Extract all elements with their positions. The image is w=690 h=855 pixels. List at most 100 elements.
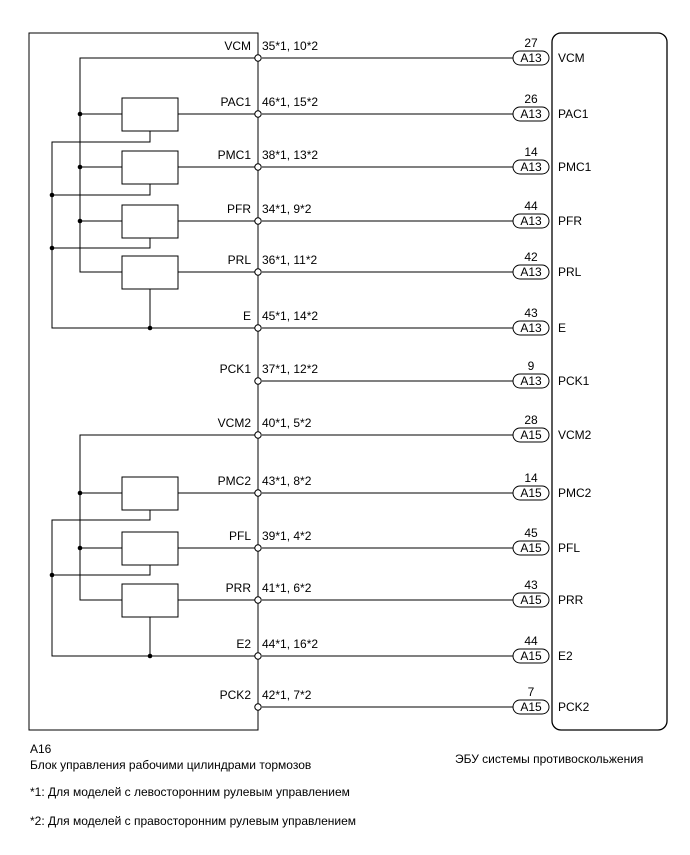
connector-label: A15	[520, 486, 542, 500]
ecu-pin-number: 9	[528, 359, 535, 373]
footnote-1: *1: Для моделей с левосторонним рулевым …	[30, 785, 350, 799]
ecu-pin-number: 45	[524, 526, 538, 540]
signal-label: PAC1	[221, 95, 252, 109]
connector-badge	[512, 264, 550, 280]
ecu-signal-label: VCM	[558, 51, 585, 65]
pin-label: 45*1, 14*2	[262, 309, 318, 323]
signal-label: PRL	[228, 253, 252, 267]
connector-label: A13	[520, 160, 542, 174]
terminal-circle	[254, 268, 262, 276]
ecu-pin-number: 14	[524, 471, 538, 485]
connector-badge	[512, 213, 550, 229]
signal-label: E	[243, 309, 251, 323]
connector-label: A15	[520, 541, 542, 555]
signal-label: PCK2	[220, 688, 252, 702]
connector-label: A15	[520, 428, 542, 442]
group2-junctions	[49, 490, 153, 659]
terminal-circle	[254, 596, 262, 604]
ecu-signal-label: PMC1	[558, 160, 592, 174]
terminal-circle	[254, 652, 262, 660]
left-block-name: Блок управления рабочими цилиндрами торм…	[30, 758, 312, 772]
connector-badge	[512, 427, 550, 443]
group1-junctions	[49, 111, 153, 331]
group1-valves	[121, 97, 179, 290]
ecu-signal-label: PFR	[558, 214, 582, 228]
valve-pac1	[121, 97, 179, 132]
ecu-pin-number: 44	[524, 634, 538, 648]
signal-label: PMC2	[218, 474, 252, 488]
ecu-pin-number: 27	[524, 36, 538, 50]
group2-valves	[121, 476, 179, 618]
connector-label: A15	[520, 700, 542, 714]
terminal-circle	[254, 217, 262, 225]
ecu-signal-label: PAC1	[558, 107, 589, 121]
signal-label: PFL	[229, 529, 251, 543]
pin-label: 40*1, 5*2	[262, 416, 312, 430]
connector-badge	[512, 485, 550, 501]
signal-label: VCM	[224, 39, 251, 53]
ecu-signal-label: PCK1	[558, 374, 590, 388]
connector-label: A13	[520, 214, 542, 228]
valve-prr	[121, 583, 179, 618]
pin-label: 37*1, 12*2	[262, 362, 318, 376]
valve-prl	[121, 255, 179, 290]
left-block-frame	[28, 32, 259, 731]
ecu-pin-number: 26	[524, 92, 538, 106]
pin-label: 46*1, 15*2	[262, 95, 318, 109]
connector-label: A15	[520, 593, 542, 607]
pin-label: 34*1, 9*2	[262, 202, 312, 216]
connector-badge	[512, 159, 550, 175]
connector-badge	[512, 540, 550, 556]
ecu-signal-label: VCM2	[558, 428, 592, 442]
ecu-block-frame	[551, 32, 668, 731]
signal-label: PMC1	[218, 148, 252, 162]
ecu-pin-number: 43	[524, 578, 538, 592]
connector-badge	[512, 699, 550, 715]
terminal-circle	[254, 703, 262, 711]
ecu-signal-label: PMC2	[558, 486, 592, 500]
signal-label: PFR	[227, 202, 251, 216]
valve-pmc1	[121, 150, 179, 185]
connector-badge	[512, 320, 550, 336]
ecu-pin-number: 43	[524, 306, 538, 320]
signal-label: PRR	[226, 581, 252, 595]
ecu-signal-label: E	[558, 321, 566, 335]
ecu-signal-label: PRL	[558, 265, 582, 279]
signal-label: E2	[236, 637, 251, 651]
connector-badge	[512, 50, 550, 66]
terminal-circle	[254, 431, 262, 439]
connector-label: A15	[520, 649, 542, 663]
terminal-circle	[254, 163, 262, 171]
ecu-pin-number: 42	[524, 250, 538, 264]
terminal-circle	[254, 110, 262, 118]
ecu-pin-number: 7	[528, 685, 535, 699]
terminal-circle	[254, 54, 262, 62]
connector-badge	[512, 373, 550, 389]
pin-label: 43*1, 8*2	[262, 474, 312, 488]
pin-label: 39*1, 4*2	[262, 529, 312, 543]
ecu-pin-number: 28	[524, 413, 538, 427]
terminal-circle	[254, 324, 262, 332]
connector-label: A13	[520, 265, 542, 279]
pin-label: 41*1, 6*2	[262, 581, 312, 595]
connector-badge	[512, 106, 550, 122]
pin-label: 36*1, 11*2	[262, 253, 317, 267]
footnote-2: *2: Для моделей с правосторонним рулевым…	[30, 814, 357, 828]
signal-label: PCK1	[220, 362, 252, 376]
ecu-signal-label: PCK2	[558, 700, 590, 714]
ecu-block-name: ЭБУ системы противоскольжения	[455, 752, 644, 766]
left-block-code: A16	[30, 742, 52, 756]
pin-label: 35*1, 10*2	[262, 39, 318, 53]
